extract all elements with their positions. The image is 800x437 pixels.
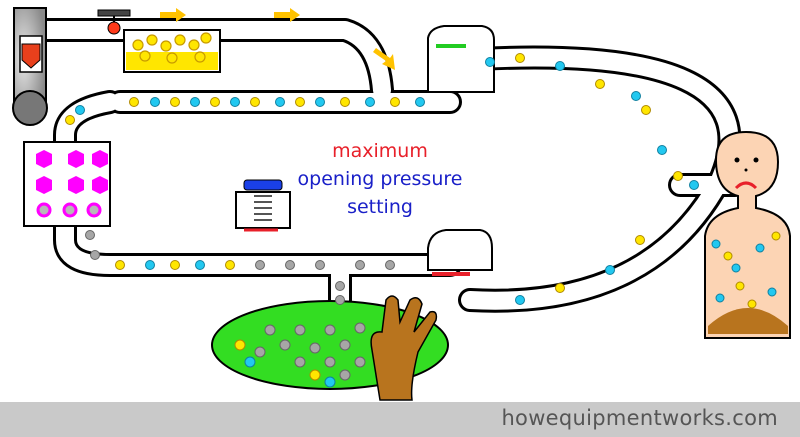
label-maximum: maximum bbox=[332, 140, 428, 162]
anesthesia-circuit-diagram bbox=[12, 7, 791, 401]
label-setting: setting bbox=[347, 196, 413, 218]
hand-icon bbox=[370, 295, 438, 401]
co2-absorber bbox=[23, 141, 111, 227]
footer-bar: howequipmentworks.com bbox=[0, 402, 800, 437]
expiratory-valve bbox=[427, 229, 493, 276]
patient-icon bbox=[704, 130, 791, 339]
gas-particles bbox=[65, 53, 699, 305]
pressure-dial-icon bbox=[97, 9, 131, 35]
vaporizer bbox=[123, 29, 221, 73]
gas-cylinder bbox=[12, 7, 48, 126]
flow-arrow-icon bbox=[160, 8, 395, 70]
apl-valve bbox=[235, 179, 291, 232]
footer-site-link[interactable]: howequipmentworks.com bbox=[501, 406, 778, 430]
label-opening-pressure: opening pressure bbox=[297, 168, 463, 190]
inspiratory-valve bbox=[427, 25, 495, 93]
